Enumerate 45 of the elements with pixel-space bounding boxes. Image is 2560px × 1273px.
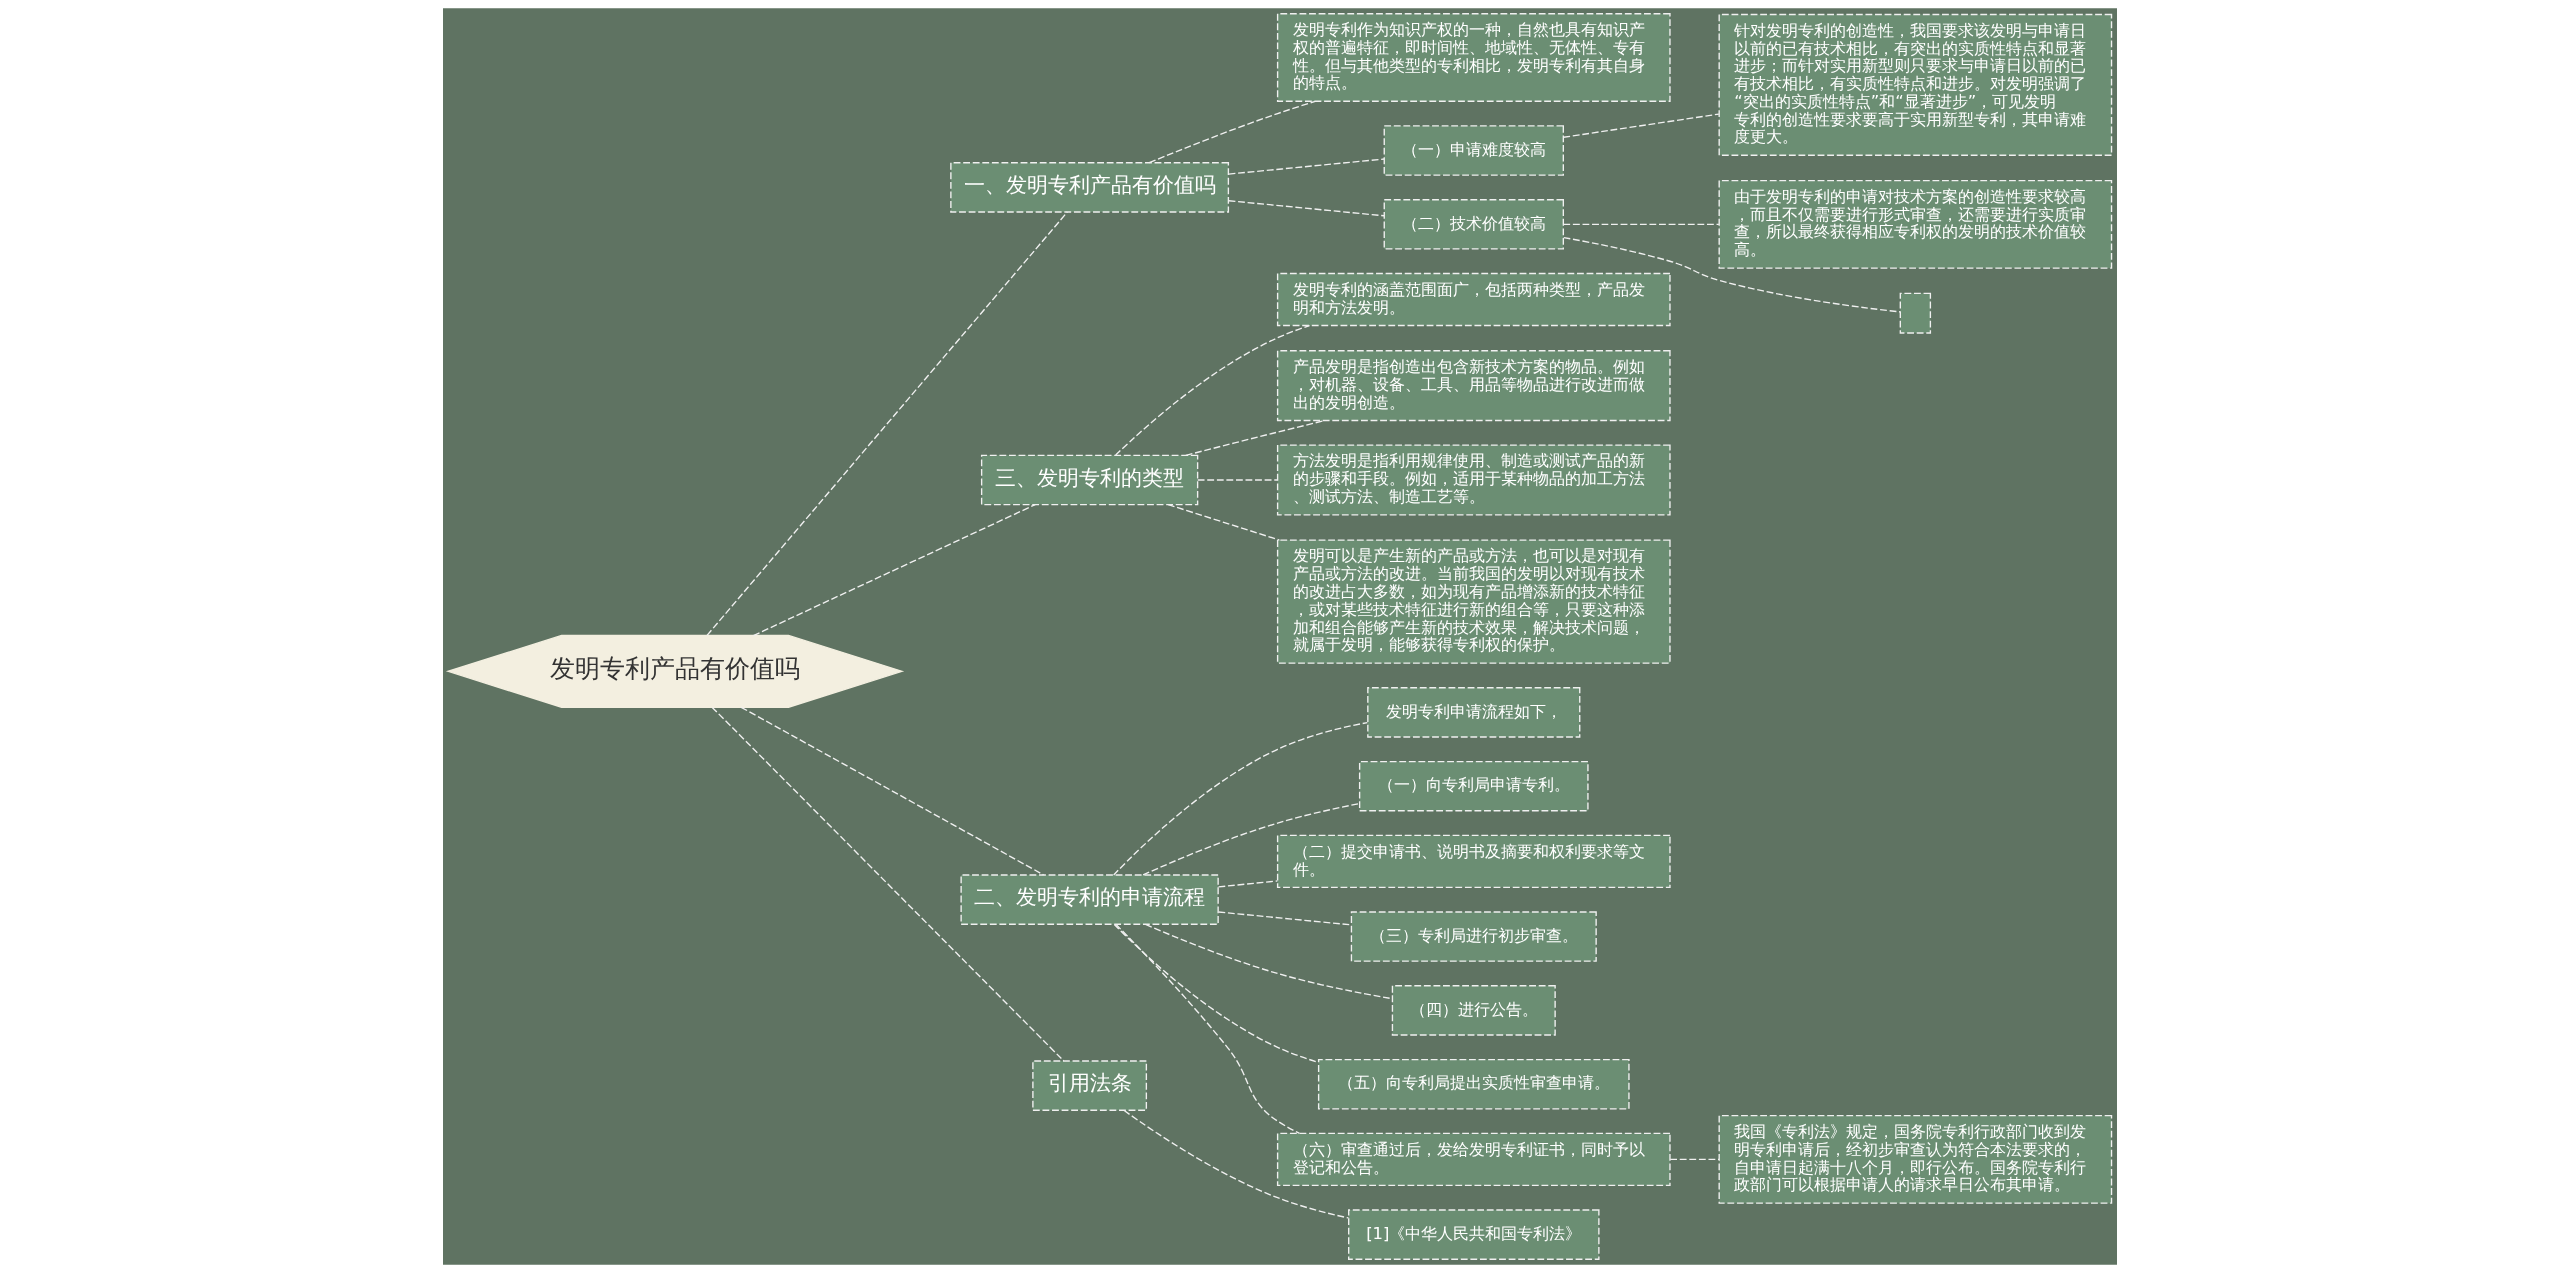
node-box: （二）技术价值较高 [1383, 199, 1564, 250]
node-box: 方法发明是指利用规律使用、制造或测试产品的新的步骤和手段。例如，适用于某种物品的加工方法、测试方法、制造工艺等。 [1276, 444, 1671, 516]
connector [1148, 100, 1316, 164]
node-box: （二）提交申请书、说明书及摘要和权利要求等文件。 [1276, 834, 1671, 889]
node-box: （一）申请难度较高 [1383, 125, 1564, 176]
connector [1228, 200, 1385, 217]
node-box: 引用法条 [1032, 1060, 1148, 1111]
connector [740, 706, 1045, 876]
node-box: 发明专利作为知识产权的一种，自然也具有知识产权的普遍特征，即时间性、地域性、无体性、专有性。但与其他类型的专利相比，发明专利有其自身的特点。 [1276, 13, 1671, 102]
connector [711, 706, 1065, 1062]
connector [1144, 923, 1393, 1000]
node-box: 一、发明专利产品有价值吗 [950, 162, 1230, 213]
connector [752, 503, 1036, 637]
node-box [1899, 292, 1932, 334]
connector [1123, 1109, 1350, 1219]
node-box: （六）审查通过后，发给发明专利证书，同时予以登记和公告。 [1276, 1132, 1671, 1187]
connector [1563, 236, 1901, 313]
node-box: 我国《专利法》规定，国务院专利行政部门收到发明专利申请后，经初步审查认为符合本法要求的，自申请日起满十八个月，即行公布。国务院专利行政部门可以根据申请人的请求早日公布其申请。 [1718, 1114, 2113, 1204]
connector [1197, 479, 1279, 481]
node-box: 发明专利申请流程如下， [1367, 687, 1581, 738]
connector [1113, 721, 1369, 876]
connector [1142, 802, 1360, 876]
node-box: （五）向专利局提出实质性审查申请。 [1317, 1058, 1630, 1110]
node-box: （四）进行公告。 [1391, 985, 1556, 1036]
connector [1562, 223, 1720, 225]
connector [1115, 324, 1311, 456]
node-box: 二、发明专利的申请流程 [960, 874, 1219, 925]
node-box: （一）向专利局申请专利。 [1358, 760, 1589, 812]
node-box: 发明可以是产生新的产品或方法，也可以是对现有产品或方法的改进。当前我国的发明以对现有技术的改进占大多数，如为现有产品增添新的技术特征，或对某些技术特征进行新的组合等，只要这种添加和组合能够产生新的技术效果，解决技术问题，就属于发明，能够获得专利权的保护。 [1276, 539, 1671, 664]
node-box: 由于发明专利的申请对技术方案的创造性要求较高，而且不仅需要进行形式审查，还需要进行实质审查，所以最终获得相应专利权的发明的技术价值较高。 [1718, 179, 2113, 269]
connector [706, 211, 1068, 637]
connector [1562, 113, 1720, 138]
connector [1669, 1158, 1720, 1161]
node-box: [1]《中华人民共和国专利法》 [1348, 1209, 1600, 1260]
connector [1115, 923, 1301, 1134]
node-box: （三）专利局进行初步审查。 [1350, 911, 1597, 962]
connector [1217, 880, 1278, 888]
connector [1113, 923, 1319, 1063]
node-box: 三、发明专利的类型 [980, 454, 1199, 506]
connector [1217, 911, 1352, 926]
node-box: 针对发明专利的创造性，我国要求该发明与申请日以前的已有技术相比，有突出的实质性特点和显著进步；而针对实用新型则只要求与申请日以前的已有技术相比，有实质性特点和进步。对发明强调了“突出的实质性特点”和“显著进步”，可见发明专利的创造性要求要高于实用新型专利，其申请难度更大。 [1718, 13, 2113, 156]
node-box: 发明专利的涵盖范围面广，包括两种类型，产品发明和方法发明。 [1276, 272, 1671, 327]
connector [1228, 158, 1385, 175]
connector [1167, 503, 1281, 541]
node-box: 产品发明是指创造出包含新技术方案的物品。例如，对机器、设备、工具、用品等物品进行改进而做出的发明创造。 [1276, 350, 1671, 422]
